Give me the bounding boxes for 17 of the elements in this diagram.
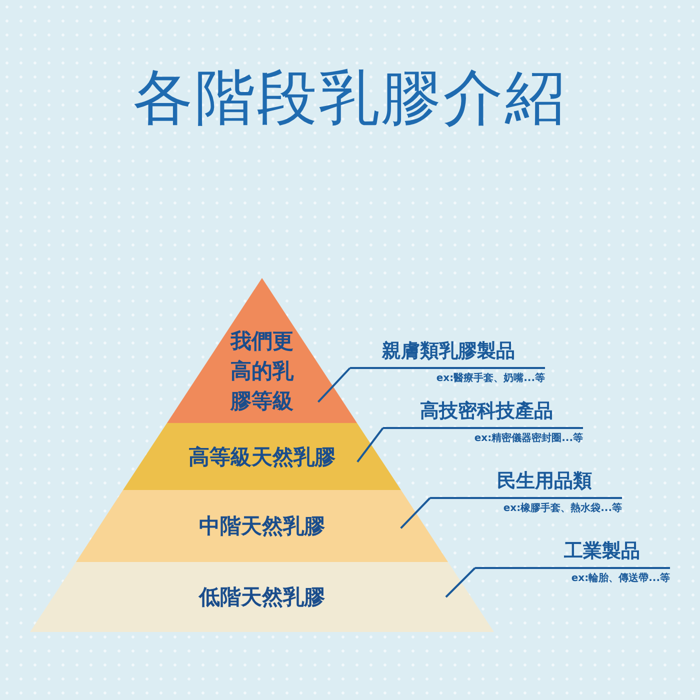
leader-line: [356, 427, 384, 462]
leader-line: [317, 367, 351, 403]
tier-label: 我們更高的乳膠等級: [229, 328, 295, 414]
leader-line: [400, 497, 431, 529]
callout-heading: 工業製品: [475, 538, 670, 569]
example-note: ex:輪胎、傳送帶...等: [570, 572, 670, 585]
tier-label: 中階天然乳膠: [199, 513, 325, 540]
title: 各階段乳膠介紹: [132, 62, 568, 135]
example-note: ex:醫療手套、奶嘴...等: [435, 372, 545, 385]
tier-label: 高等級天然乳膠: [188, 444, 336, 470]
leader-line: [445, 567, 476, 598]
callout-heading: 民生用品類: [430, 468, 622, 499]
callout-heading: 高技密科技產品: [383, 398, 583, 429]
callout-heading: 親膚類乳膠製品: [350, 338, 545, 369]
example-note: ex:精密儀器密封圈...等: [473, 432, 583, 445]
example-note: ex:橡膠手套、熱水袋...等: [502, 502, 622, 515]
tier-label: 低階天然乳膠: [199, 584, 325, 611]
